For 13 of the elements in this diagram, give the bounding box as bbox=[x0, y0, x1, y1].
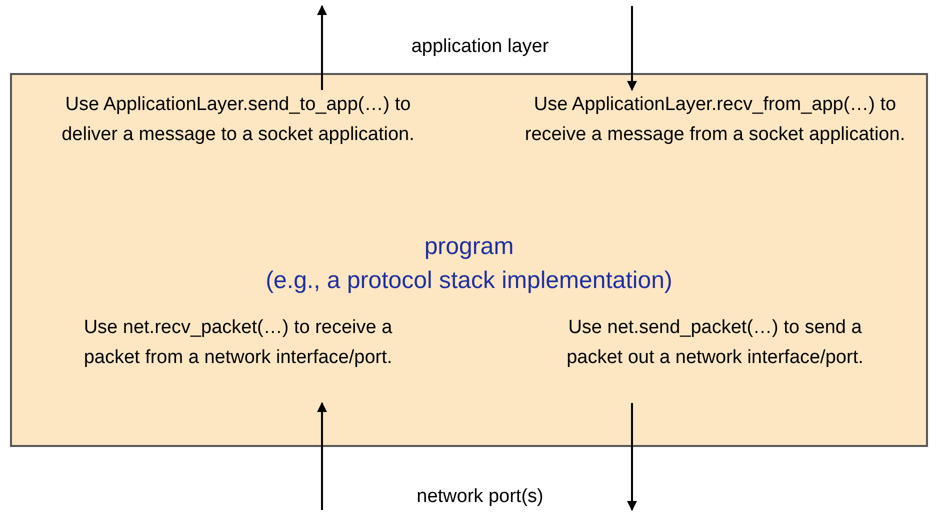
program-box bbox=[10, 73, 928, 447]
api-description: Use net.send_packet(…) to send a packet out a network interface/port. bbox=[566, 316, 864, 370]
arrow bbox=[627, 403, 637, 511]
api-description: Use net.recv_packet(…) to receive a packet from a network interface/port. bbox=[82, 316, 394, 370]
layer-label: application layer bbox=[411, 35, 549, 59]
api-description: Use ApplicationLayer.recv_from_app(…) to receive a message from a socket application. bbox=[524, 93, 906, 147]
arrow bbox=[627, 6, 637, 91]
program-title: (e.g., a protocol stack implementation) bbox=[266, 266, 672, 296]
layer-label: network port(s) bbox=[416, 485, 544, 509]
arrow bbox=[317, 402, 327, 510]
api-description: Use ApplicationLayer.send_to_app(…) to deliver a message to a socket application. bbox=[60, 93, 416, 147]
arrow bbox=[317, 5, 327, 90]
program-title: program bbox=[424, 232, 514, 262]
